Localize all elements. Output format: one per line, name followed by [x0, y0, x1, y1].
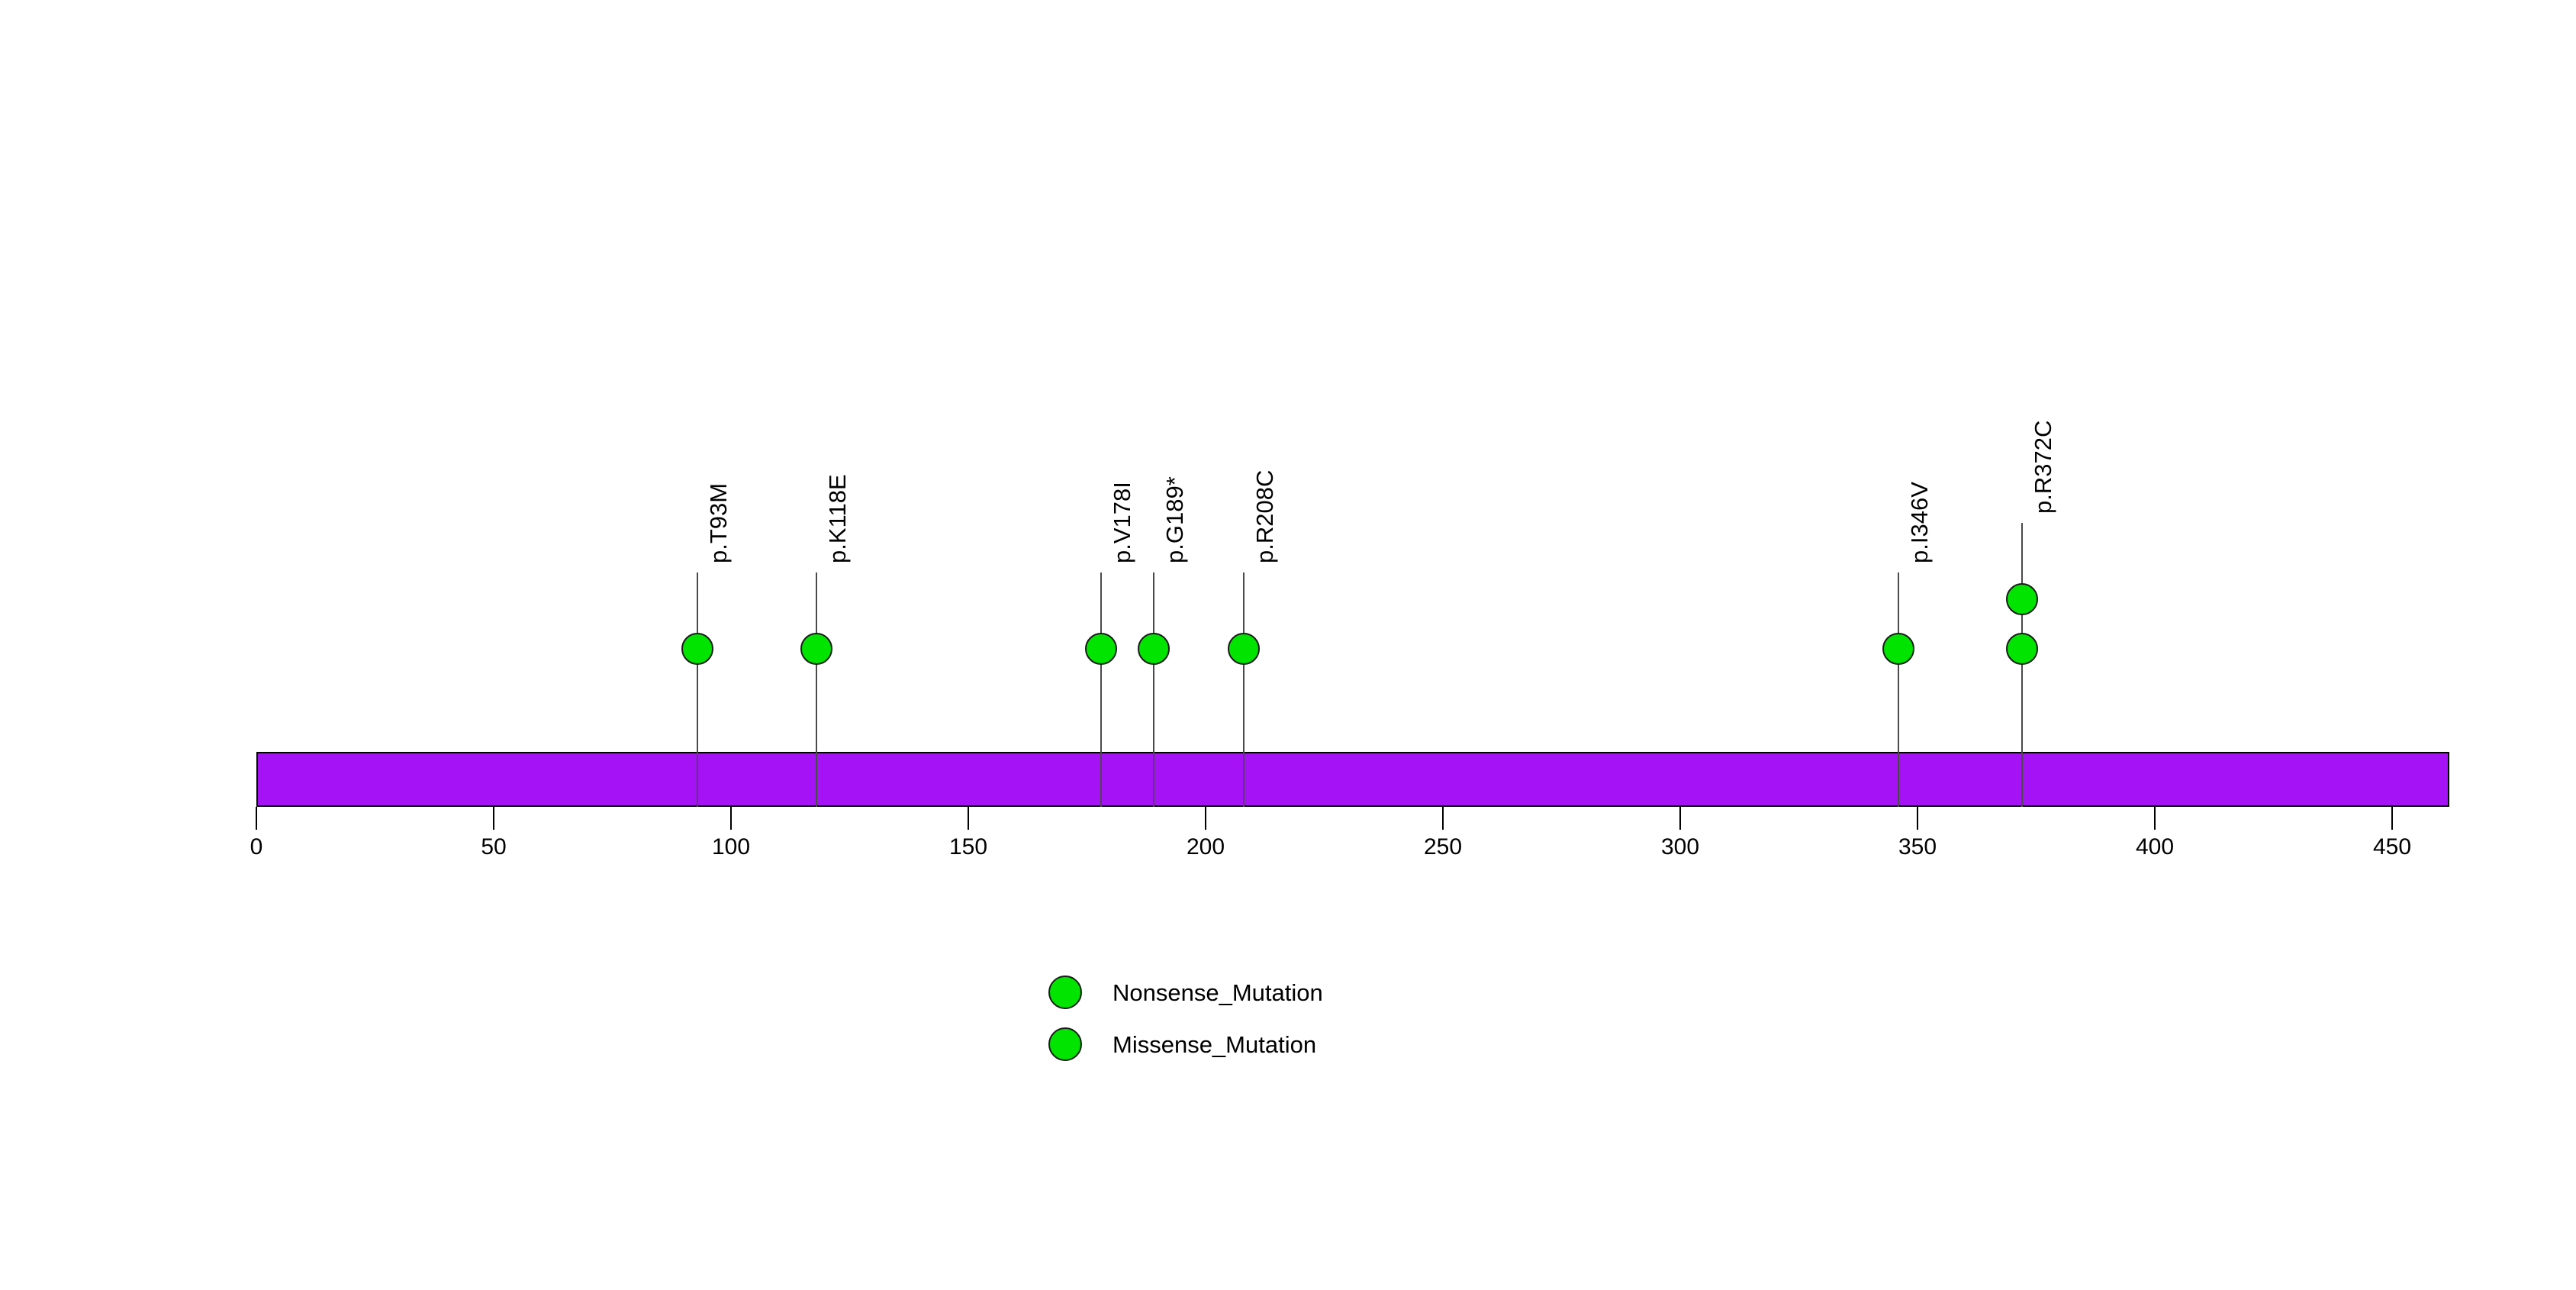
lollipop-dot[interactable] — [1227, 633, 1260, 665]
lollipop-dot[interactable] — [1137, 633, 1170, 665]
legend-label: Nonsense_Mutation — [1113, 979, 1323, 1006]
axis-tick-label: 250 — [1423, 834, 1463, 859]
axis-tick — [730, 807, 732, 830]
lollipop-stem — [2021, 523, 2023, 807]
lollipop-dot[interactable] — [681, 633, 714, 665]
axis-tick — [1917, 807, 1918, 830]
axis-tick — [1679, 807, 1681, 830]
axis-tick-label: 300 — [1660, 834, 1700, 859]
axis-tick — [1442, 807, 1444, 830]
lollipop-stem — [1898, 572, 1900, 807]
axis-tick-label: 450 — [2372, 834, 2412, 859]
axis-tick-label: 150 — [948, 834, 988, 859]
lollipop-stem — [1242, 572, 1245, 807]
lollipop-label: p.R208C — [1251, 469, 1278, 563]
lollipop-dot[interactable] — [2005, 583, 2038, 615]
axis-tick-label: 0 — [250, 834, 263, 859]
lollipop-label: p.V178I — [1109, 482, 1136, 563]
lollipop-stem — [697, 572, 699, 807]
protein-domain-bar[interactable] — [256, 752, 2449, 807]
lollipop-dot[interactable] — [2005, 633, 2038, 665]
legend-swatch[interactable] — [1048, 976, 1082, 1009]
axis-tick — [2391, 807, 2393, 830]
axis-tick-label: 100 — [711, 834, 751, 859]
lollipop-dot[interactable] — [800, 633, 832, 665]
legend-swatch[interactable] — [1048, 1027, 1082, 1061]
axis-tick — [493, 807, 494, 830]
axis-tick-label: 350 — [1898, 834, 1937, 859]
axis-tick — [1205, 807, 1206, 830]
legend-label: Missense_Mutation — [1113, 1031, 1317, 1058]
lollipop-label: p.K118E — [823, 474, 851, 563]
axis-tick — [2154, 807, 2156, 830]
lollipop-label: p.I346V — [1906, 482, 1934, 563]
lollipop-stem — [1100, 572, 1103, 807]
lollipop-dot[interactable] — [1085, 633, 1118, 665]
lollipop-dot[interactable] — [1882, 633, 1915, 665]
lollipop-label: p.T93M — [705, 482, 733, 563]
lollipop-label: p.G189* — [1161, 476, 1188, 563]
axis-tick — [256, 807, 257, 830]
axis-tick-label: 400 — [2135, 834, 2175, 859]
axis-tick — [968, 807, 969, 830]
lollipop-label: p.R372C — [2029, 420, 2056, 514]
axis-tick-label: 50 — [481, 834, 507, 859]
lollipop-stem — [815, 572, 817, 807]
axis-tick-label: 200 — [1186, 834, 1225, 859]
lollipop-stem — [1152, 572, 1154, 807]
